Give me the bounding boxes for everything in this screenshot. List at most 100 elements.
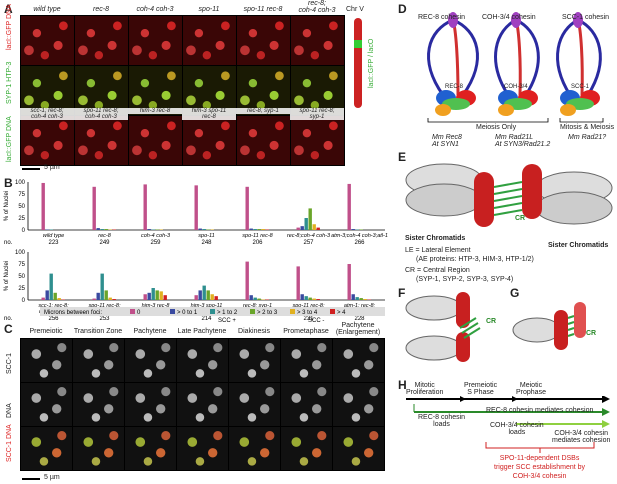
count-1-5: 231 [303,316,314,322]
bar-0-5-1 [300,226,304,230]
y-tick-0-25: 25 [18,216,25,222]
genotype-label-top-1: rec-8 [93,6,109,13]
bar-0-4-3 [257,229,261,230]
micrograph-a-r2-c0 [20,115,75,166]
genotype-label-mid-2: him-3 rec-8 [128,108,182,114]
micrograph-c-r1-c2 [124,382,177,427]
chr-label: Chr V [346,6,364,13]
laco-site [354,40,362,48]
bar-1-1-1 [96,292,100,300]
bar-0-5-2 [304,218,308,230]
y-tick-1-0: 0 [22,298,26,304]
bar-0-4-0 [245,186,249,230]
genotype-label-top-2: coh-4 coh-3 [136,6,174,13]
panel-letter-c: C [4,322,13,336]
genotype-label-mid-0: scc-1; rec-8; coh-4 coh-3 [20,108,74,120]
legend-item-1: > 0 to 1 [177,310,198,316]
bar-1-0-1 [45,290,49,300]
bar-1-6-2 [355,297,359,300]
bar-1-5-1 [300,294,304,300]
homolog-1: Mm Rad21L At SYN3/Rad21.2 [495,134,551,148]
bar-0-1-0 [92,186,96,230]
bar-1-0-4 [57,298,61,300]
homolog-0: Mm Rec8 At SYN1 [432,134,462,148]
bar-1-0-0 [41,297,45,300]
micrograph-a-r1-c0 [20,65,75,116]
scc1-cohesin-ring [556,12,602,116]
stage-col-3: Late Pachytene [177,328,227,335]
micrograph-c-r1-c3 [176,382,229,427]
category-1-4: rec-8; syp-1 [243,303,272,309]
panel-c-row-label-2: SCC-1 DNA [6,424,13,462]
subunit-1: COH-3/4 [504,84,528,90]
micrograph-a-r2-c1 [74,115,129,166]
subunit-0: REC-8 [445,84,464,90]
micrograph-c-r2-c3 [176,426,229,471]
legend-item-4: > 3 to 4 [297,310,318,316]
legend-item-5: > 4 [337,310,346,316]
scalebar-a [22,168,40,170]
meiosis-only-label: Meiosis Only [476,124,517,131]
bar-1-1-3 [104,290,108,300]
category-0-3: spo-11 [198,233,214,239]
micrograph-c-r2-c4 [228,426,281,471]
no-label-0: no. [4,240,13,246]
homolog-2: Mm Rad21? [568,134,607,141]
spo11-bracket [485,442,595,453]
micrograph-a-r2-c2 [128,115,183,166]
y-label-1: % of Nuclei [4,261,10,291]
micrograph-c-r0-c5 [280,338,333,383]
bar-1-4-1 [249,295,253,300]
bar-1-2-0 [143,294,147,300]
chr-side-label: lacI::GFP / lacO [368,38,375,88]
bar-0-2-1 [147,229,151,230]
genotype-label-top-3: spo-11 [198,6,220,13]
bar-1-6-4 [363,299,367,300]
panel-letter-h: H [398,378,407,392]
micrograph-c-r1-c4 [228,382,281,427]
category-1-3: him-3 spo-11 [191,303,223,309]
panel-letter-d: D [398,2,407,16]
bar-1-5-5 [316,299,320,300]
scalebar-a-label: 5 µm [44,164,60,171]
bar-1-2-1 [147,292,151,300]
genotype-label-mid-1: spo-11 rec-8; coh-4 coh-3 [74,108,128,120]
bar-1-4-2 [253,297,257,300]
micrograph-c-r2-c5 [280,426,333,471]
cr-label-e: CR [515,215,526,222]
category-1-0: scc-1; rec-8; [38,303,69,309]
category-0-0: wild type [43,233,64,239]
panel-c-row-label-1: DNA [6,403,13,418]
y-tick-1-100: 100 [15,250,26,256]
micrograph-a-r0-c3 [182,15,237,66]
micrograph-c-r0-c6 [332,338,385,383]
count-0-3: 248 [201,240,212,246]
panel-letter-a: A [4,2,13,16]
genotype-label-top-4: spo-11 rec-8 [243,6,283,13]
count-1-1: 253 [99,316,110,322]
micrograph-a-r0-c1 [74,15,129,66]
bar-0-1-3 [104,229,108,230]
category-0-4: spo-11 rec-8 [242,233,273,239]
bar-1-1-4 [108,297,112,300]
micrograph-c-r2-c2 [124,426,177,471]
micrograph-a-r1-c3 [182,65,237,116]
micrograph-a-r0-c4 [236,15,291,66]
bar-0-5-0 [296,227,300,230]
count-0-6: 266 [354,240,365,246]
stage-premeiotic: Premeiotic S Phase [464,382,498,396]
y-tick-0-50: 50 [18,204,25,210]
cr-label-f: CR [486,318,497,325]
micrograph-a-r2-c5 [290,115,345,166]
bar-1-1-2 [100,273,104,300]
spo11-note: SPO-11-dependent DSBs trigger SCC establ… [494,455,586,480]
bar-0-4-2 [253,229,257,230]
micrograph-c-r2-c6 [332,426,385,471]
count-0-4: 206 [252,240,263,246]
panel-e-diagram [405,163,613,227]
micrograph-c-r0-c4 [228,338,281,383]
category-0-2: coh-4 coh-3 [141,233,171,239]
legend-swatch-1 [170,309,175,314]
panel-f-diagram [405,292,481,362]
legend-item-0: 0 [137,310,141,316]
